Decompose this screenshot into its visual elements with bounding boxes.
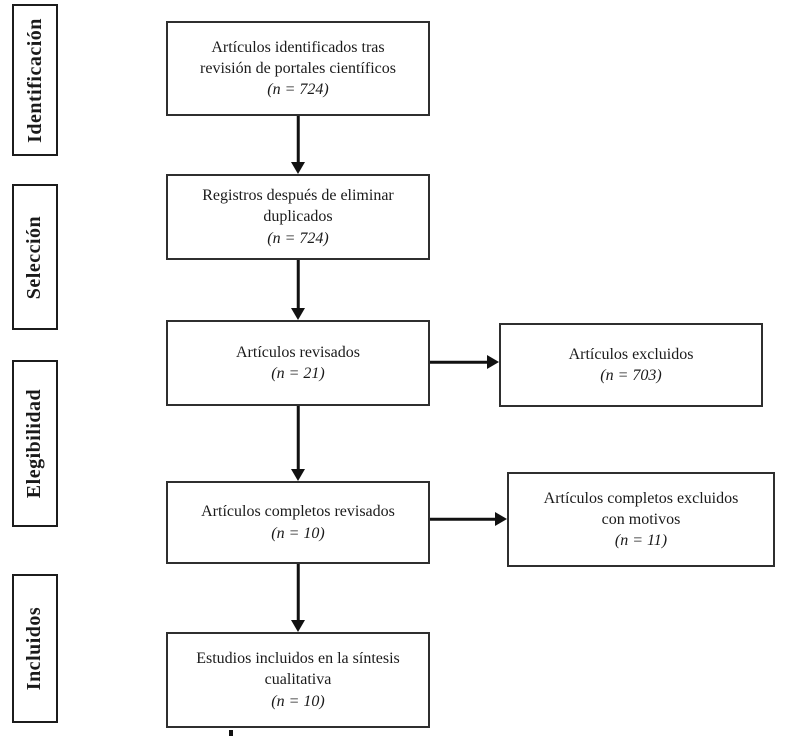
stage-label-elegibilidad: Elegibilidad xyxy=(12,360,58,527)
flow-box-fulltext-reviewed: Artículos completos revisados (n = 10) xyxy=(166,481,430,564)
flow-box-deduplicated: Registros después de eliminar duplicados… xyxy=(166,174,430,260)
arrow-shaft xyxy=(430,360,489,364)
flow-box-line: Artículos revisados xyxy=(236,343,360,361)
cropped-text-fragment xyxy=(229,730,233,736)
flow-box-line: con motivos xyxy=(601,510,681,528)
arrowhead-down-icon xyxy=(291,620,305,632)
arrowhead-down-icon xyxy=(291,162,305,174)
arrow-shaft xyxy=(296,260,300,310)
arrowhead-down-icon xyxy=(291,308,305,320)
flow-box-count: (n = 11) xyxy=(614,532,668,550)
flow-box-count: (n = 10) xyxy=(271,692,325,710)
stage-label-text: Elegibilidad xyxy=(23,388,46,499)
flow-box-line: cualitativa xyxy=(264,671,332,689)
flow-box-included-studies: Estudios incluidos en la síntesis cualit… xyxy=(166,632,430,728)
flow-box-identified: Artículos identificados tras revisión de… xyxy=(166,21,430,116)
flow-box-screened: Artículos revisados (n = 21) xyxy=(166,320,430,406)
arrowhead-right-icon xyxy=(487,355,499,369)
arrow-right-fulltext-excluded xyxy=(430,512,507,526)
side-box-excluded: Artículos excluidos (n = 703) xyxy=(499,323,763,407)
arrowhead-right-icon xyxy=(495,512,507,526)
flow-box-line: Artículos completos revisados xyxy=(201,503,395,521)
stage-label-identificacion: Identificación xyxy=(12,4,58,156)
arrow-right-excluded xyxy=(430,355,499,369)
flow-box-line: revisión de portales científicos xyxy=(200,59,396,77)
arrow-shaft xyxy=(296,116,300,164)
flow-box-line: Artículos completos excluidos xyxy=(543,489,739,507)
flow-box-count: (n = 724) xyxy=(267,81,329,99)
flow-box-count: (n = 724) xyxy=(267,229,329,247)
stage-label-incluidos: Incluidos xyxy=(12,574,58,723)
arrow-shaft xyxy=(296,406,300,471)
arrow-down-4 xyxy=(291,564,305,632)
flow-box-line: Estudios incluidos en la síntesis xyxy=(196,650,400,668)
flow-box-count: (n = 703) xyxy=(600,367,662,384)
stage-label-text: Identificación xyxy=(23,17,46,143)
flow-box-line: Artículos identificados tras xyxy=(211,38,385,56)
stage-label-text: Incluidos xyxy=(23,606,46,691)
arrow-down-2 xyxy=(291,260,305,320)
arrow-down-1 xyxy=(291,116,305,174)
stage-label-seleccion: Selección xyxy=(12,184,58,330)
flow-box-count: (n = 10) xyxy=(271,524,325,542)
flow-box-line: Registros después de eliminar xyxy=(202,187,394,205)
arrow-down-3 xyxy=(291,406,305,481)
flow-box-line: duplicados xyxy=(263,208,333,226)
arrow-shaft xyxy=(430,517,497,521)
stage-label-text: Selección xyxy=(23,215,46,299)
arrowhead-down-icon xyxy=(291,469,305,481)
flow-box-count: (n = 21) xyxy=(271,365,325,382)
flow-box-line: Artículos excluidos xyxy=(568,345,694,363)
side-box-fulltext-excluded: Artículos completos excluidos con motivo… xyxy=(507,472,775,567)
arrow-shaft xyxy=(296,564,300,622)
